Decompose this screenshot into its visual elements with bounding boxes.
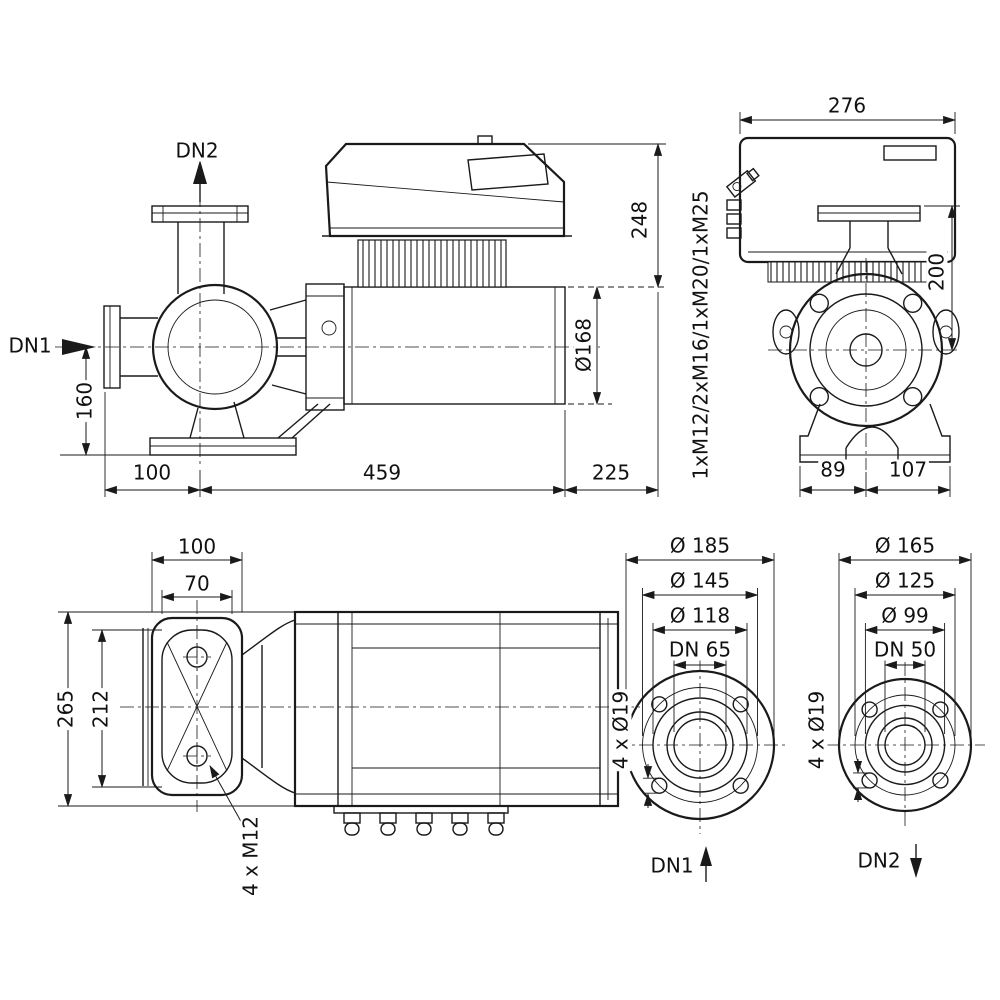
dn2-direction-arrow <box>910 858 922 878</box>
display-window <box>467 153 549 191</box>
top-view <box>58 552 640 836</box>
dim-label-d99: Ø 99 <box>879 603 931 628</box>
dn1-direction-arrow <box>700 846 712 866</box>
dim-label-225: 225 <box>589 460 633 485</box>
dim-label-dn50: DN 50 <box>871 637 939 662</box>
cable-gland-connector <box>725 167 760 198</box>
dim-label-200: 200 <box>924 250 949 294</box>
dim-label-d118: Ø 118 <box>667 603 733 628</box>
dn2-flow-arrow <box>193 160 207 184</box>
dim-label-d185: Ø 185 <box>667 533 733 558</box>
dn1-flow-arrow <box>62 339 96 355</box>
dim-label-160: 160 <box>72 379 97 423</box>
port-label-dn1-side: DN1 <box>6 333 54 358</box>
module-knob <box>477 135 493 145</box>
dim-label-100-side: 100 <box>130 460 174 485</box>
dim-label-d168: Ø168 <box>571 316 596 374</box>
port-label-dn2-flange: DN2 <box>855 848 903 873</box>
front-view <box>725 112 960 497</box>
bolt-hole-label-dn2: 4 x Ø19 <box>804 688 829 772</box>
dim-label-265: 265 <box>53 687 78 731</box>
cable-gland-spec-label: 1xM12/2xM16/1xM20/1xM25 <box>688 188 713 482</box>
dim-label-dn65: DN 65 <box>666 637 734 662</box>
dim-label-70: 70 <box>182 571 212 596</box>
flange-dn1-view <box>614 553 786 882</box>
dim-label-d125: Ø 125 <box>872 568 938 593</box>
dim-label-100-top: 100 <box>175 534 219 559</box>
bolt-hole-label-dn1: 4 x Ø19 <box>608 688 633 772</box>
port-label-dn1-flange: DN1 <box>648 853 696 878</box>
port-label-dn2-side: DN2 <box>173 138 221 163</box>
dim-label-276: 276 <box>825 93 869 118</box>
dim-label-212: 212 <box>88 687 113 731</box>
dim-label-89: 89 <box>818 457 848 482</box>
dim-label-248: 248 <box>627 198 652 242</box>
bolt-spec-label-m12: 4 x M12 <box>238 814 263 898</box>
side-view <box>55 135 668 497</box>
dim-label-107: 107 <box>886 457 930 482</box>
flange-dn2-view <box>825 553 985 878</box>
cable-glands-row <box>343 812 505 836</box>
dim-label-d165: Ø 165 <box>872 533 938 558</box>
dim-label-d145: Ø 145 <box>667 568 733 593</box>
dim-label-459: 459 <box>360 460 404 485</box>
